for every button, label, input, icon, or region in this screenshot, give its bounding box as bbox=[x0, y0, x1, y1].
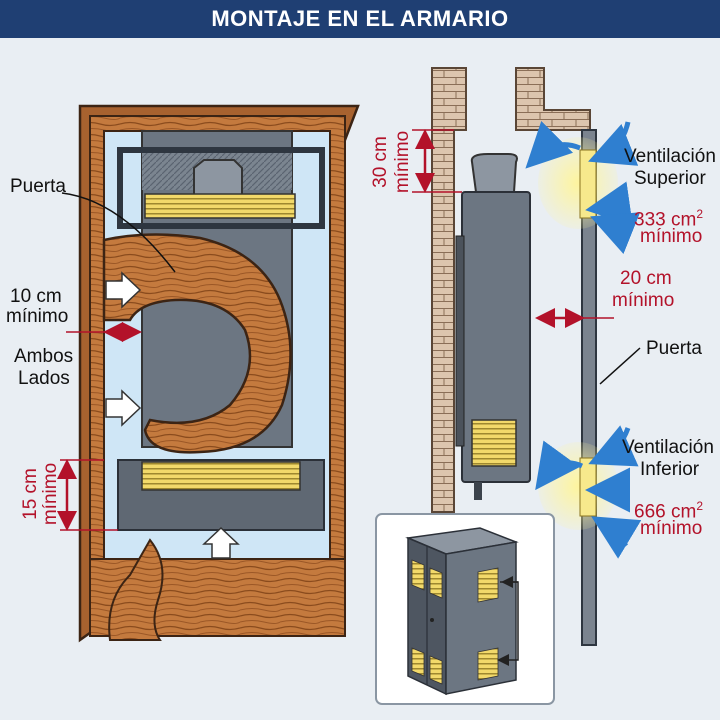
side-section-view bbox=[412, 67, 642, 646]
lower-vent-area-min: mínimo bbox=[640, 518, 703, 539]
door-leader-line bbox=[61, 192, 176, 273]
airflow-out-icon bbox=[535, 440, 584, 491]
airflow-in-icon bbox=[590, 212, 641, 255]
airflow-in-icon bbox=[588, 121, 639, 166]
airflow-in-icon bbox=[585, 181, 633, 227]
flue-pipe bbox=[470, 153, 518, 193]
front-clearance-value: 20 cm bbox=[620, 268, 672, 289]
airflow-in-icon bbox=[585, 467, 631, 513]
lower-vent-area: 666 cm2 bbox=[634, 496, 703, 522]
airflow-out-icon bbox=[525, 120, 581, 169]
upper-vent-label-line1: Ventilación bbox=[624, 146, 716, 167]
lower-vent-opening bbox=[579, 457, 597, 517]
door-side-leader bbox=[599, 347, 641, 385]
cabinet-front-view bbox=[57, 104, 360, 643]
upper-vent-area-sup: 2 bbox=[696, 207, 703, 221]
airflow-arrow-icon bbox=[105, 271, 142, 309]
lower-vent-area-value: 666 cm bbox=[634, 501, 697, 523]
airflow-in-icon bbox=[591, 516, 642, 559]
page-title: MONTAJE EN EL ARMARIO bbox=[211, 6, 509, 31]
door-label: Puerta bbox=[10, 176, 66, 197]
both-sides-line2: Lados bbox=[18, 368, 70, 389]
lower-vent-area-sup: 2 bbox=[696, 499, 703, 513]
top-hood bbox=[117, 147, 325, 229]
top-clearance-min: mínimo bbox=[392, 130, 413, 194]
bottom-vent-grille bbox=[141, 461, 301, 491]
door-cutaway bbox=[102, 233, 292, 454]
front-clearance-min: mínimo bbox=[612, 290, 675, 311]
upper-vent-label-line2: Superior bbox=[634, 168, 706, 189]
lower-vent-label-line2: Inferior bbox=[640, 459, 700, 480]
brick-wall bbox=[431, 129, 455, 513]
airflow-arrow-icon bbox=[202, 526, 240, 559]
side-clearance-min: mínimo bbox=[6, 306, 69, 327]
side-clearance-value: 10 cm bbox=[10, 286, 62, 307]
lower-vent-label-line1: Ventilación bbox=[622, 437, 714, 458]
airflow-in-icon bbox=[588, 425, 639, 467]
bottom-clearance-min: mínimo bbox=[40, 462, 61, 526]
title-bar: MONTAJE EN EL ARMARIO bbox=[0, 0, 720, 38]
bottom-clearance-value: 15 cm bbox=[20, 468, 41, 520]
cabinet-inset bbox=[375, 513, 555, 705]
side-vent-grille bbox=[471, 419, 517, 467]
top-clearance-value: 30 cm bbox=[370, 136, 391, 188]
upper-vent-area-min: mínimo bbox=[640, 226, 703, 247]
upper-vent-area: 333 cm2 bbox=[634, 204, 703, 230]
upper-vent-opening bbox=[579, 149, 597, 219]
airflow-arrow-icon bbox=[105, 389, 142, 427]
upper-vent-area-value: 333 cm bbox=[634, 209, 697, 231]
top-vent-grille bbox=[144, 193, 296, 219]
flue-collar bbox=[193, 159, 243, 196]
both-sides-line1: Ambos bbox=[14, 346, 74, 367]
door-side-label: Puerta bbox=[646, 338, 702, 359]
